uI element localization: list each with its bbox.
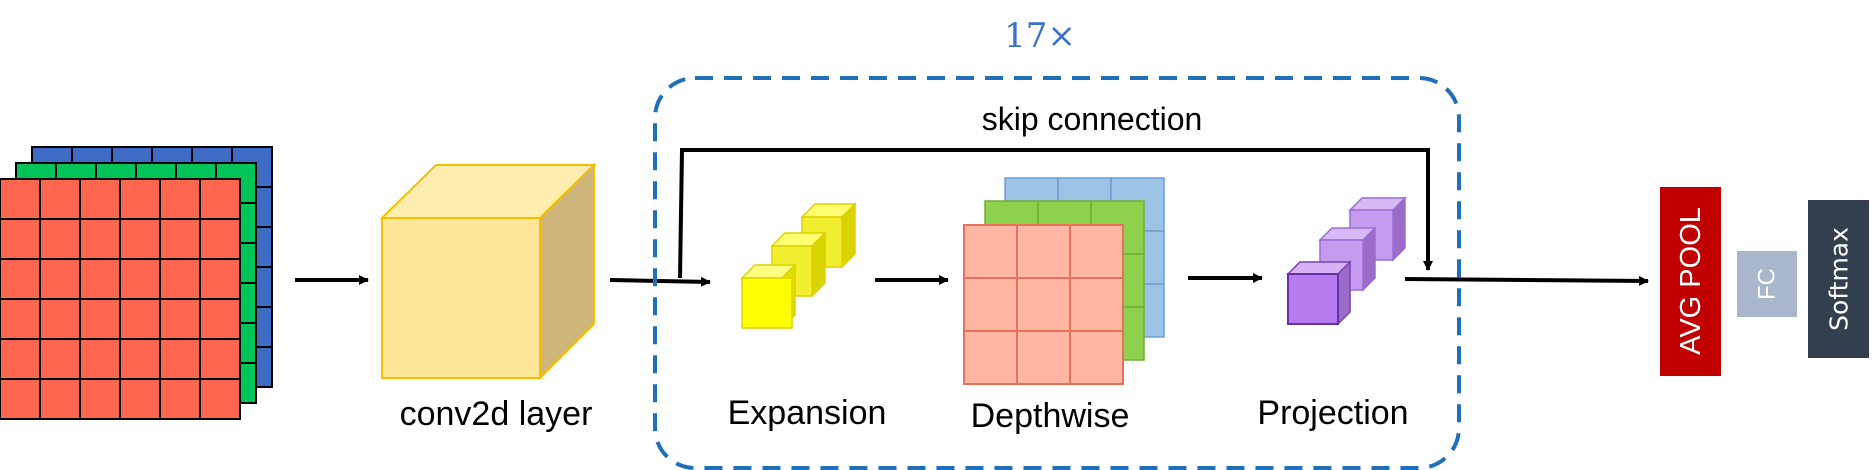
grid-cell: [159, 378, 201, 420]
softmax-layer: Softmax: [1808, 200, 1869, 358]
grid-cell: [199, 258, 241, 300]
grid-cell: [119, 338, 161, 380]
skip-connection-line: [678, 148, 1433, 279]
grid-cell: [119, 178, 161, 220]
grid-cell: [39, 298, 81, 340]
grid-cell: [1016, 330, 1071, 385]
grid-cell: [1069, 277, 1124, 332]
grid-cell: [1069, 330, 1124, 385]
repeat-block-border: [653, 76, 1461, 470]
grid-cell: [39, 218, 81, 260]
grid-cell: [963, 224, 1018, 279]
grid-cell: [1069, 224, 1124, 279]
input-red-layer: [0, 178, 241, 420]
grid-cell: [199, 338, 241, 380]
grid-cell: [119, 258, 161, 300]
expansion-cube-front: [740, 263, 797, 330]
fc-layer: FC: [1737, 251, 1797, 317]
grid-cell: [39, 338, 81, 380]
grid-cell: [159, 258, 201, 300]
grid-cell: [963, 330, 1018, 385]
projection-cube-front: [1286, 260, 1352, 326]
input-image: [0, 146, 273, 420]
grid-cell: [79, 258, 121, 300]
grid-cell: [199, 298, 241, 340]
fc-label: FC: [1754, 268, 1781, 300]
grid-cell: [0, 298, 41, 340]
arrow-conv-to-block: [609, 276, 711, 287]
grid-cell: [1016, 277, 1071, 332]
grid-cell: [79, 338, 121, 380]
grid-cell: [119, 218, 161, 260]
grid-cell: [159, 298, 201, 340]
grid-cell: [0, 378, 41, 420]
repeat-count: 17×: [1004, 16, 1076, 56]
grid-cell: [119, 298, 161, 340]
grid-cell: [1016, 224, 1071, 279]
depthwise-label: Depthwise: [971, 397, 1130, 435]
grid-cell: [39, 178, 81, 220]
grid-cell: [0, 218, 41, 260]
avgpool-label: AVG POOL: [1675, 207, 1707, 355]
grid-cell: [79, 298, 121, 340]
grid-cell: [963, 277, 1018, 332]
projection-label: Projection: [1257, 394, 1408, 432]
grid-cell: [159, 218, 201, 260]
grid-cell: [0, 178, 41, 220]
conv-cube-front: [381, 217, 541, 379]
depthwise-red-layer: [963, 224, 1124, 385]
grid-cell: [159, 178, 201, 220]
grid-cell: [39, 378, 81, 420]
grid-cell: [119, 378, 161, 420]
grid-cell: [79, 218, 121, 260]
avgpool-layer: AVG POOL: [1660, 187, 1721, 376]
expansion-label: Expansion: [728, 394, 887, 432]
grid-cell: [199, 218, 241, 260]
grid-cell: [199, 178, 241, 220]
skip-connection-label: skip connection: [982, 101, 1203, 137]
arrow-block-to-avgpool: [1404, 275, 1649, 286]
depthwise-block: [963, 177, 1165, 385]
grid-cell: [79, 178, 121, 220]
conv2d-cube: [379, 162, 597, 381]
grid-cell: [39, 258, 81, 300]
projection-block: [1286, 196, 1407, 326]
grid-cell: [199, 378, 241, 420]
softmax-label: Softmax: [1825, 227, 1854, 331]
grid-cell: [0, 258, 41, 300]
grid-cell: [159, 338, 201, 380]
grid-cell: [79, 378, 121, 420]
conv-label: conv2d layer: [400, 395, 593, 433]
grid-cell: [0, 338, 41, 380]
expansion-block: [740, 202, 857, 330]
